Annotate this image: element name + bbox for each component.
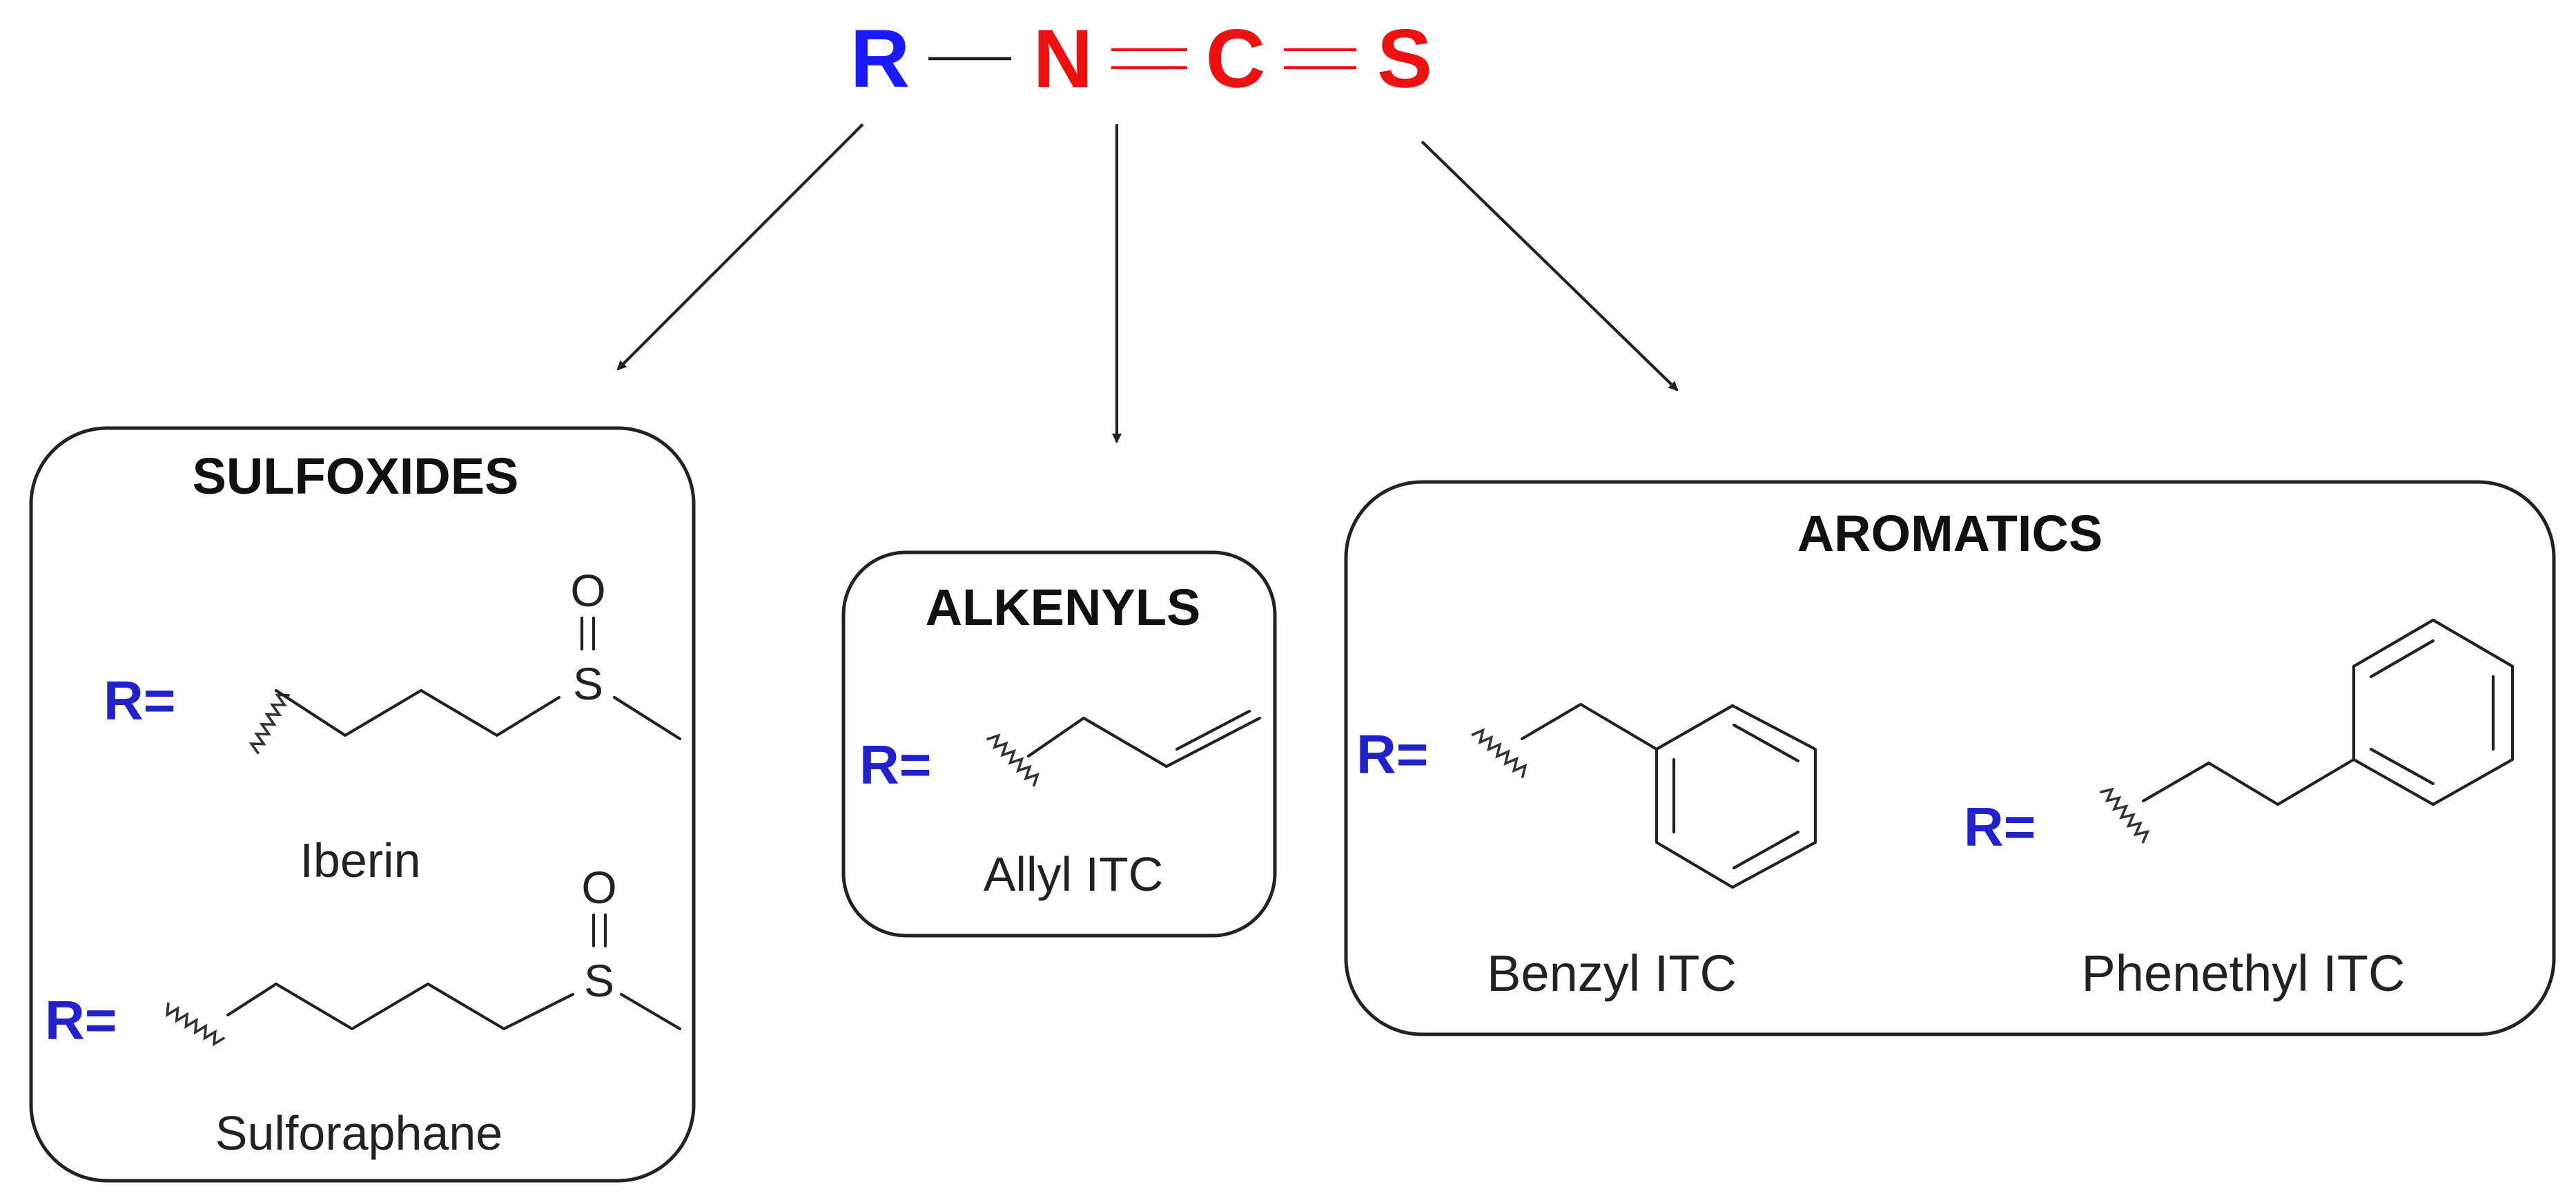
phenethyl-benzene-ring [2352,618,2515,806]
sulfoxides-title: SULFOXIDES [193,447,519,505]
allyl-chain [1026,716,1262,769]
formula-s: S [1377,12,1432,105]
sulfoxides-box [29,426,696,1183]
iberin-attachment-squiggle [248,693,290,755]
formula-r: R [850,12,910,105]
benzyl-ring-inner-1 [1732,723,1800,763]
phenethyl-ring-inner-1 [2369,639,2435,679]
allyl-name: Allyl ITC [984,847,1164,901]
phenethyl-r-label: R= [1964,796,2036,858]
iberin-name: Iberin [300,833,420,887]
sulforaphane-oxygen: O [581,862,616,913]
alkenyls-title: ALKENYLS [926,579,1201,636]
alkenyls-box [841,550,1277,938]
formula-c: C [1206,12,1266,105]
arrow-to-sulfoxides [616,123,864,371]
benzyl-ch2-bonds [1520,702,1659,751]
formula-n: N [1033,12,1093,105]
phenethyl-attachment-squiggle [2100,787,2150,844]
sulforaphane-s-methyl-bond [619,992,682,1031]
aromatics-box [1344,480,2556,1036]
benzyl-attachment-squiggle [1471,728,1528,778]
sulforaphane-sulfur: S [584,955,614,1006]
alkenyls-group: ALKENYLS R= Allyl ITC [841,550,1277,938]
sulfoxides-group: SULFOXIDES R= O S Iberin R= O S Sulforap… [29,426,696,1183]
sulforaphane-chain [226,982,575,1031]
allyl-attachment-squiggle [986,733,1040,787]
iberin-oxygen: O [570,565,605,616]
isothiocyanate-formula: R N C S [850,12,1432,105]
benzyl-name: Benzyl ITC [1487,945,1737,1002]
allyl-double-bond-inner [1175,709,1251,751]
iberin-chain [274,688,561,737]
benzyl-r-label: R= [1356,724,1429,785]
phenethyl-name: Phenethyl ITC [2082,945,2406,1002]
phenethyl-ethyl-bonds [2141,757,2356,806]
iberin-s-methyl-bond [612,695,682,741]
aromatics-title: AROMATICS [1797,505,2103,562]
sulforaphane-r-label: R= [45,989,117,1051]
phenethyl-ring-inner-3 [2369,747,2435,786]
iberin-r-label: R= [104,670,176,731]
arrow-to-aromatics [1421,140,1679,392]
sulforaphane-attachment-squiggle [166,1002,226,1047]
allyl-r-label: R= [859,734,932,795]
benzyl-benzene-ring [1655,704,1817,889]
iberin-sulfur: S [573,658,603,709]
benzyl-ring-inner-2 [1732,830,1800,870]
aromatics-group: AROMATICS R= Benzyl ITC R= Phenethyl ITC [1344,480,2556,1036]
sulforaphane-name: Sulforaphane [215,1106,502,1160]
